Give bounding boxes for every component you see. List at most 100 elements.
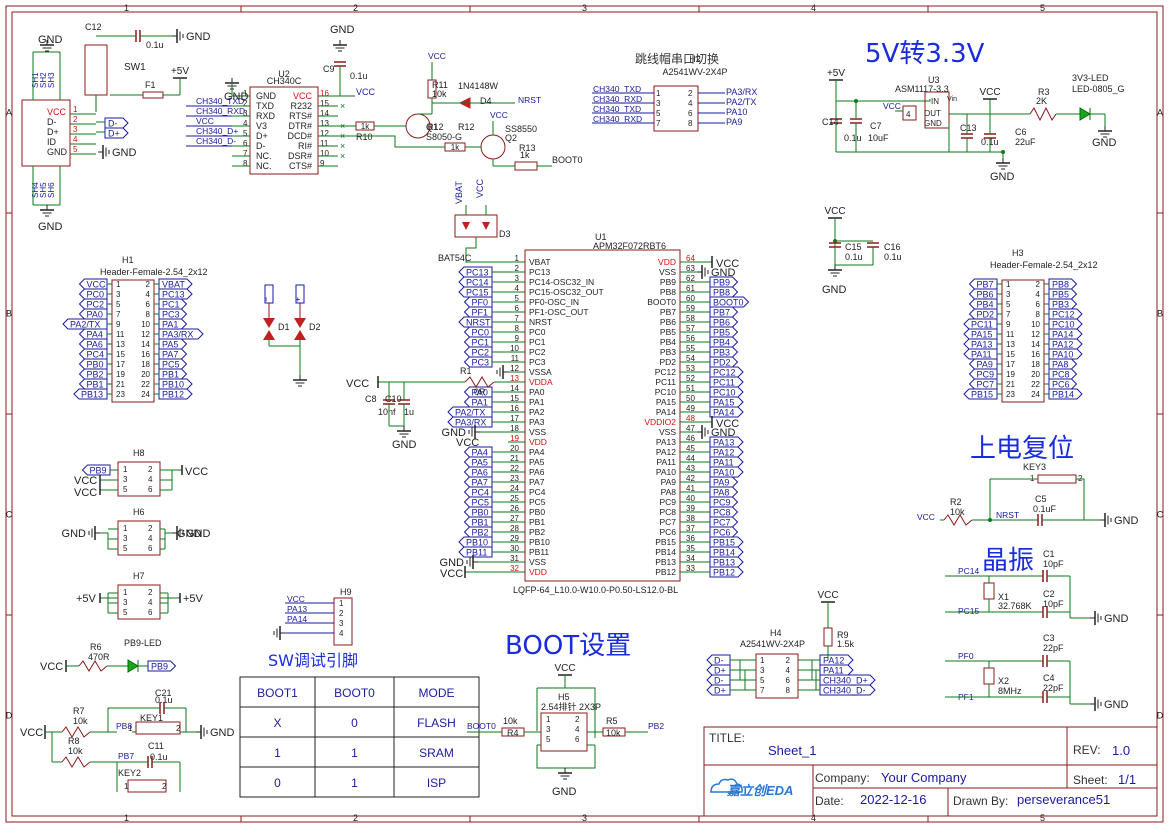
label: 5: [116, 300, 121, 309]
diode-d2: [294, 330, 306, 340]
u1-pin-num: 3: [515, 274, 520, 283]
label: 11: [116, 330, 125, 339]
mcu-u1: [524, 249, 681, 582]
net-flag: [463, 446, 493, 458]
net-flag: [1048, 288, 1078, 300]
net-flag: [968, 308, 998, 320]
label: 10k: [606, 728, 621, 738]
header-h4: [755, 653, 799, 699]
gnd-label: GND: [62, 528, 87, 540]
net-flag: [158, 348, 188, 360]
grid-column-label: 2: [353, 3, 358, 13]
label: 4: [243, 119, 248, 128]
label: 22pF: [1043, 683, 1064, 693]
label: Vin: [947, 96, 957, 103]
label: GND: [822, 284, 847, 296]
u1-pin-name: PC11: [655, 377, 676, 387]
gnd-label: GND: [442, 427, 467, 439]
label: U1: [595, 232, 607, 242]
vcc-label: VCC: [475, 178, 485, 198]
label: 7: [243, 149, 248, 158]
grid-column-label: 1: [124, 813, 129, 823]
label: 3: [1006, 290, 1011, 299]
table-cell: FLASH: [417, 716, 456, 730]
label: VCC: [293, 91, 313, 101]
net-flag: [968, 298, 998, 310]
net-flag: [709, 336, 739, 348]
label: PB4: [713, 338, 730, 348]
label: D-: [714, 676, 724, 686]
label: 8: [243, 159, 248, 168]
wire: [812, 669, 817, 691]
label: 20: [1031, 370, 1040, 379]
label: PA9: [977, 360, 993, 370]
label: PA8: [1052, 360, 1068, 370]
label: VCC: [87, 280, 107, 290]
net-flag: [104, 127, 129, 139]
usb-pin-num: 3: [73, 125, 78, 134]
u1-pin-num: 56: [686, 334, 695, 343]
header-h2: [653, 85, 699, 132]
u1-pin-num: 61: [686, 284, 695, 293]
usb-pin-num: 1: [73, 105, 78, 114]
u1-pin-name: PC1: [529, 337, 546, 347]
u1-pin-name: PB13: [655, 557, 676, 567]
label: 14: [320, 109, 329, 118]
u1-pin-name: PC15-OSC32_OUT: [529, 287, 604, 297]
label: VBAT: [162, 280, 185, 290]
u1-pin-name: PC9: [659, 497, 676, 507]
u1-pin-name: PC12: [655, 367, 677, 377]
label: D-: [256, 141, 266, 151]
label: PB1: [162, 370, 179, 380]
label: 21: [1006, 380, 1015, 389]
u1-pin-num: 7: [515, 314, 520, 323]
label: C14: [822, 117, 839, 127]
label: PB0: [472, 508, 489, 518]
u1-pin-name: PB0: [529, 507, 545, 517]
label: C2: [1043, 589, 1055, 599]
u1-pin-name: PC14-OSC32_IN: [529, 277, 594, 287]
net-flag: [709, 536, 744, 548]
sheet-num: 1/1: [1118, 772, 1137, 787]
label: 4: [786, 666, 791, 675]
u1-pin-num: 14: [510, 384, 519, 393]
u1-pin-name: PC0: [529, 327, 546, 337]
net-flag: [709, 476, 739, 488]
label: C6: [1015, 127, 1027, 137]
crystal-x2: [983, 667, 995, 685]
label: GND: [256, 91, 277, 101]
label: PC4: [87, 350, 105, 360]
label: PB5: [1052, 290, 1069, 300]
u1-pin-num: 20: [510, 444, 519, 453]
label: 2: [243, 99, 248, 108]
label: 10k: [503, 716, 518, 726]
net-flag: [1048, 348, 1083, 360]
label: PB9: [90, 466, 107, 476]
header-h1: [111, 279, 155, 403]
label: R7: [73, 706, 85, 716]
u1-pin-name: PA9: [661, 477, 677, 487]
label: U2: [278, 69, 290, 79]
power-label: VCC: [979, 87, 1000, 98]
label: 16: [1031, 350, 1040, 359]
u1-pin-num: 24: [510, 484, 519, 493]
label: PA14: [713, 408, 734, 418]
label: 2: [176, 724, 181, 733]
label: 2K: [1036, 96, 1047, 106]
label: NRST: [466, 318, 491, 328]
label: R1: [460, 366, 472, 376]
label: PB2: [87, 370, 104, 380]
u1-pin-num: 34: [686, 554, 695, 563]
led-3v3: [1079, 107, 1091, 121]
eda-logo: 嘉立创EDA: [727, 783, 794, 798]
net-flag: [709, 386, 744, 398]
label: 3: [339, 619, 344, 628]
label: 1k: [451, 143, 460, 152]
u1-pin-name: PB5: [660, 327, 676, 337]
label: 2: [162, 782, 167, 791]
label: 2: [786, 656, 791, 665]
label: D-: [714, 656, 724, 666]
net-flag: [1048, 278, 1078, 290]
label: 3V3-LED: [1072, 73, 1109, 83]
grid-column-label: 3: [582, 813, 587, 823]
